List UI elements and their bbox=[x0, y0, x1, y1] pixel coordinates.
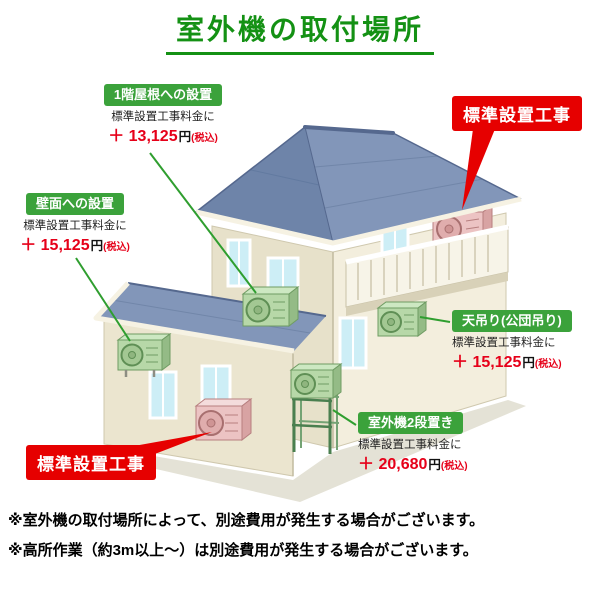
price-unit: 円 bbox=[90, 238, 104, 253]
price-amount: ＋ 15,125 bbox=[452, 353, 522, 371]
window bbox=[338, 316, 368, 370]
price-amount: ＋ 15,125 bbox=[20, 236, 90, 254]
price-amount: ＋ 20,680 bbox=[358, 455, 428, 473]
outdoor-unit-roof bbox=[241, 285, 300, 328]
price-unit: 円 bbox=[428, 457, 441, 472]
callout-wall-installation: 壁面への設置 標準設置工事料金に ＋ 15,125円(税込) bbox=[0, 193, 150, 256]
price-tax: (税込) bbox=[534, 358, 562, 370]
price-tax: (税込) bbox=[191, 132, 218, 144]
price-line: ＋ 13,125円(税込) bbox=[86, 127, 240, 147]
callout-ceiling-hung: 天吊り(公団吊り) 標準設置工事料金に ＋ 15,125円(税込) bbox=[452, 310, 600, 373]
price-note: 標準設置工事料金に bbox=[23, 220, 127, 233]
window bbox=[148, 370, 178, 420]
price-unit: 円 bbox=[522, 355, 535, 370]
price-note: 標準設置工事料金に bbox=[358, 439, 462, 452]
main-roof bbox=[195, 125, 522, 246]
page-title: 室外機の取付場所 bbox=[165, 8, 434, 55]
badge-standard-installation-bottom: 標準設置工事 bbox=[26, 445, 156, 480]
price-line: ＋ 15,125円(税込) bbox=[0, 236, 150, 256]
badge-ceiling-hung: 天吊り(公団吊り) bbox=[452, 310, 572, 333]
badge-wall-installation: 壁面への設置 bbox=[25, 193, 124, 216]
callout-two-tier: 室外機2段置き 標準設置工事料金に ＋ 20,680円(税込) bbox=[358, 412, 508, 475]
price-line: ＋ 15,125円(税込) bbox=[452, 353, 600, 373]
outdoor-unit-wall bbox=[116, 333, 172, 377]
line-to-two-tier-unit bbox=[332, 409, 357, 426]
arrow-to-balcony-unit-icon bbox=[462, 129, 495, 210]
ground-shadow bbox=[82, 400, 526, 502]
badge-standard-installation-top: 標準設置工事 bbox=[452, 96, 582, 131]
line-to-roof-unit bbox=[149, 152, 257, 294]
callout-roof-installation: 1階屋根への設置 標準設置工事料金に ＋ 13,125円(税込) bbox=[86, 84, 240, 147]
price-unit: 円 bbox=[178, 129, 192, 144]
outdoor-unit-ceiling bbox=[376, 301, 428, 337]
price-note: 標準設置工事料金に bbox=[452, 337, 556, 350]
connector-lines bbox=[75, 152, 451, 426]
window bbox=[226, 238, 252, 288]
line-to-ceiling-unit bbox=[419, 316, 451, 323]
title-wrap: 室外機の取付場所 bbox=[0, 8, 600, 55]
badge-two-tier: 室外機2段置き bbox=[358, 412, 464, 435]
price-note: 標準設置工事料金に bbox=[111, 111, 215, 124]
price-tax: (税込) bbox=[103, 241, 130, 253]
price-amount: ＋ 13,125 bbox=[108, 127, 178, 145]
price-tax: (税込) bbox=[440, 460, 468, 472]
outdoor-unit-two-tier bbox=[289, 363, 343, 454]
badge-roof-installation: 1階屋根への設置 bbox=[103, 84, 223, 107]
note-line: ※高所作業（約3m以上〜）は別途費用が発生する場合がございます。 bbox=[8, 542, 478, 559]
line-to-wall-unit bbox=[75, 257, 131, 342]
note-line: ※室外機の取付場所によって、別途費用が発生する場合がございます。 bbox=[8, 512, 485, 529]
price-line: ＋ 20,680円(税込) bbox=[358, 455, 508, 475]
footer-notes: ※室外機の取付場所によって、別途費用が発生する場合がございます。 ※高所作業（約… bbox=[8, 506, 596, 566]
